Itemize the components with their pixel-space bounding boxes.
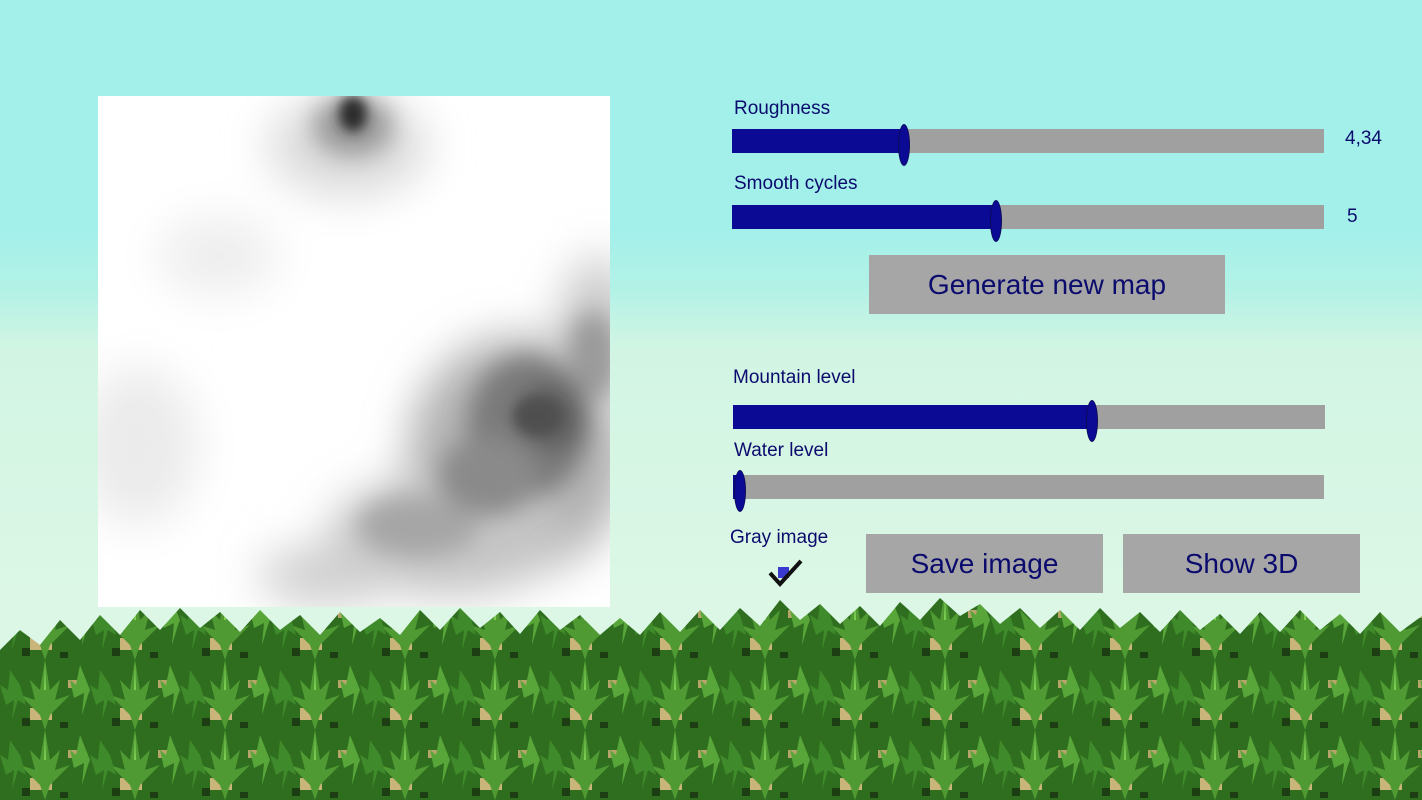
smooth-cycles-slider[interactable] [732, 201, 1324, 241]
roughness-slider[interactable] [732, 125, 1324, 165]
water-level-slider[interactable] [733, 471, 1324, 511]
smooth-cycles-slider-fill [732, 205, 997, 229]
checkmark-icon [768, 559, 803, 587]
smooth-cycles-label: Smooth cycles [734, 173, 858, 194]
show-3d-button[interactable]: Show 3D [1123, 534, 1360, 593]
roughness-slider-thumb[interactable] [898, 125, 909, 165]
heightmap-preview [98, 96, 610, 607]
roughness-label: Roughness [734, 98, 831, 119]
mountain-level-slider[interactable] [733, 401, 1325, 441]
gray-image-label: Gray image [730, 527, 829, 548]
smooth-cycles-slider-thumb[interactable] [991, 201, 1002, 241]
heightmap-image [98, 96, 610, 607]
generate-map-button[interactable]: Generate new map [869, 255, 1225, 314]
water-level-label: Water level [734, 440, 829, 461]
roughness-value: 4,34 [1345, 128, 1382, 149]
grass-decoration [0, 598, 1422, 800]
mountain-level-label: Mountain level [733, 367, 856, 388]
gray-image-checkbox[interactable] [768, 558, 804, 590]
mountain-level-slider-fill [733, 405, 1092, 429]
water-level-slider-thumb[interactable] [735, 471, 746, 511]
smooth-cycles-value: 5 [1347, 206, 1358, 227]
save-image-button[interactable]: Save image [866, 534, 1103, 593]
roughness-slider-fill [732, 129, 904, 153]
mountain-level-slider-thumb[interactable] [1086, 401, 1097, 441]
